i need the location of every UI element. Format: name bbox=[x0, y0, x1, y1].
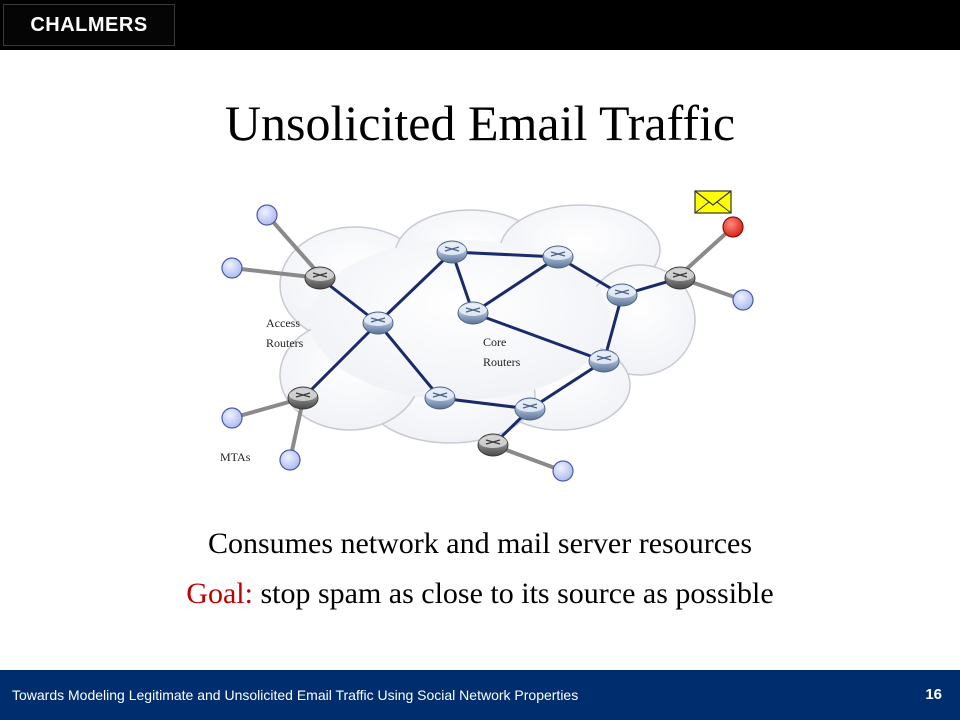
footer-bar: Towards Modeling Legitimate and Unsolici… bbox=[0, 670, 960, 720]
core-router bbox=[514, 397, 546, 421]
core-router bbox=[606, 283, 638, 307]
goal-label: Goal: bbox=[186, 577, 253, 610]
network-diagram: Access Routers Core Routers MTAs bbox=[210, 180, 770, 490]
network-cloud bbox=[279, 204, 696, 444]
core-router bbox=[457, 301, 489, 325]
access-routers-label-line2: Routers bbox=[266, 336, 304, 350]
core-router bbox=[542, 245, 574, 269]
access-router bbox=[304, 266, 336, 290]
access-router bbox=[287, 386, 319, 410]
core-routers-label-line1: Core bbox=[483, 335, 506, 349]
mtas-label: MTAs bbox=[220, 450, 251, 464]
mta-node bbox=[221, 407, 243, 429]
core-router bbox=[362, 311, 394, 335]
core-routers-label-line2: Routers bbox=[483, 355, 521, 369]
mta-node bbox=[256, 204, 278, 226]
slide-title: Unsolicited Email Traffic bbox=[224, 95, 736, 151]
access-router bbox=[664, 266, 696, 290]
network-diagram-svg: Access Routers Core Routers MTAs bbox=[220, 190, 754, 482]
core-router bbox=[424, 386, 456, 410]
access-routers-label-line1: Access bbox=[266, 316, 300, 330]
envelope-icon bbox=[694, 190, 732, 214]
core-router bbox=[436, 240, 468, 264]
bullet-goal: Goal: stop spam as close to its source a… bbox=[0, 577, 960, 611]
footer-title: Towards Modeling Legitimate and Unsolici… bbox=[12, 687, 579, 703]
top-bar: CHALMERS bbox=[0, 0, 960, 50]
chalmers-logo: CHALMERS bbox=[3, 4, 175, 46]
access-router bbox=[477, 433, 509, 457]
bullet-resources: Consumes network and mail server resourc… bbox=[207, 527, 752, 560]
mta-node bbox=[732, 289, 754, 311]
page-number: 16 bbox=[925, 686, 942, 703]
mta-node bbox=[279, 449, 301, 471]
mta-node bbox=[552, 460, 574, 482]
core-router bbox=[588, 349, 620, 373]
spam-mta-node bbox=[722, 216, 744, 238]
mta-node bbox=[221, 257, 243, 279]
goal-text: stop spam as close to its source as poss… bbox=[252, 577, 774, 610]
